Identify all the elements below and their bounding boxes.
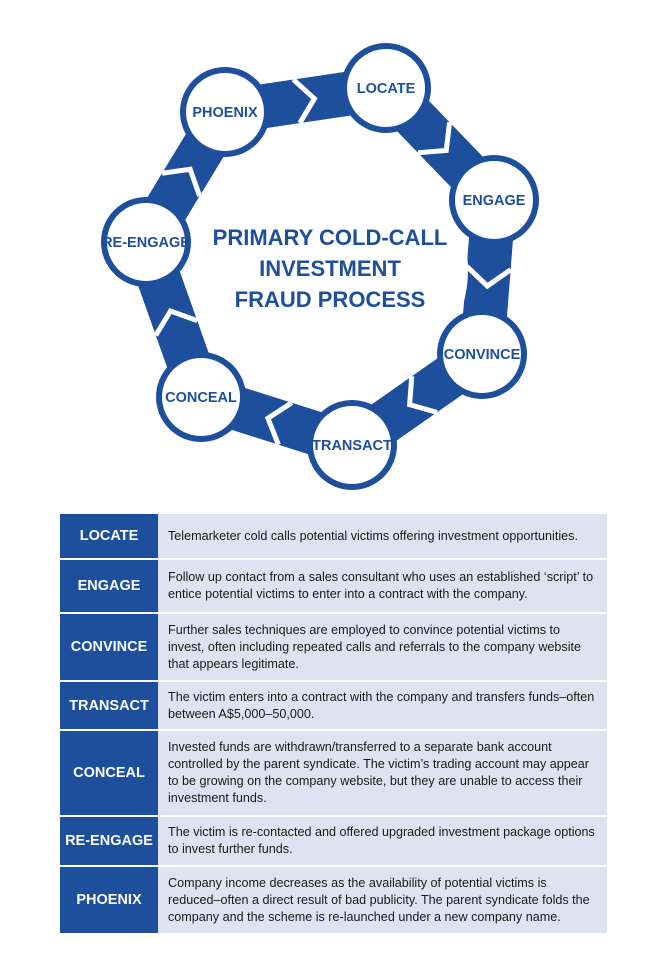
stage-node: CONCEAL <box>156 352 246 442</box>
stage-description-cell: The victim enters into a contract with t… <box>158 682 607 729</box>
stage-node: TRANSACT <box>307 400 397 490</box>
cycle-diagram: LOCATE ENGAGE CONVINCE TRANSACT CONCEAL RE-EN… <box>101 43 539 490</box>
stage-description-cell: The victim is re-contacted and offered u… <box>158 817 607 865</box>
stage-node-fill <box>455 161 533 239</box>
stage-node: CONVINCE <box>437 309 527 399</box>
center-title-line-3: FRAUD PROCESS <box>235 287 426 312</box>
stage-node-label: CONCEAL <box>165 390 237 406</box>
stage-name-cell: CONCEAL <box>60 731 158 815</box>
stage-node-fill <box>313 406 391 484</box>
stage-node-label: ENGAGE <box>463 193 526 209</box>
stage-node-fill <box>347 49 425 127</box>
stage-node-fill <box>162 358 240 436</box>
stage-node-label: PHOENIX <box>192 105 258 121</box>
stage-name-cell: CONVINCE <box>60 614 158 680</box>
stage-name-cell: PHOENIX <box>60 867 158 933</box>
cycle-nodes: LOCATE ENGAGE CONVINCE TRANSACT CONCEAL RE-EN… <box>101 43 539 490</box>
chevron-arrow-icon <box>153 307 199 337</box>
chevron-arrow-icon <box>406 376 438 415</box>
stage-name-cell: RE-ENGAGE <box>60 817 158 865</box>
chevron-arrow-icon <box>417 121 453 156</box>
stage-description-cell: Follow up contact from a sales consultan… <box>158 560 607 612</box>
stage-node-label: RE-ENGAGE <box>102 235 190 251</box>
chevron-arrow-icon <box>465 264 513 290</box>
stage-node: LOCATE <box>341 43 431 133</box>
stage-description-cell: Telemarketer cold calls potential victim… <box>158 514 607 558</box>
stage-node-fill <box>107 203 185 281</box>
stage-node-fill <box>443 315 521 393</box>
stage-node-label: LOCATE <box>357 81 416 97</box>
stage-description-cell: Company income decreases as the availabi… <box>158 867 607 933</box>
stage-node: RE-ENGAGE <box>101 197 191 287</box>
stage-node-label: CONVINCE <box>444 347 521 363</box>
chevron-arrow-icon <box>264 400 294 446</box>
center-title-line-2: INVESTMENT <box>259 256 401 281</box>
chevron-arrow-icon <box>161 166 202 197</box>
stage-description-cell: Further sales techniques are employed to… <box>158 614 607 680</box>
center-title-line-1: PRIMARY COLD-CALL <box>213 225 448 250</box>
stage-description-cell: Invested funds are withdrawn/transferred… <box>158 731 607 815</box>
stage-name-cell: LOCATE <box>60 514 158 558</box>
stage-name-cell: ENGAGE <box>60 560 158 612</box>
stage-name-cell: TRANSACT <box>60 682 158 729</box>
center-disc <box>188 138 468 402</box>
stage-node-fill <box>186 73 264 151</box>
stage-node-label: TRANSACT <box>312 438 392 454</box>
stage-node: ENGAGE <box>449 155 539 245</box>
stage-node: PHOENIX <box>180 67 270 157</box>
chevron-arrow-icon <box>291 77 318 125</box>
